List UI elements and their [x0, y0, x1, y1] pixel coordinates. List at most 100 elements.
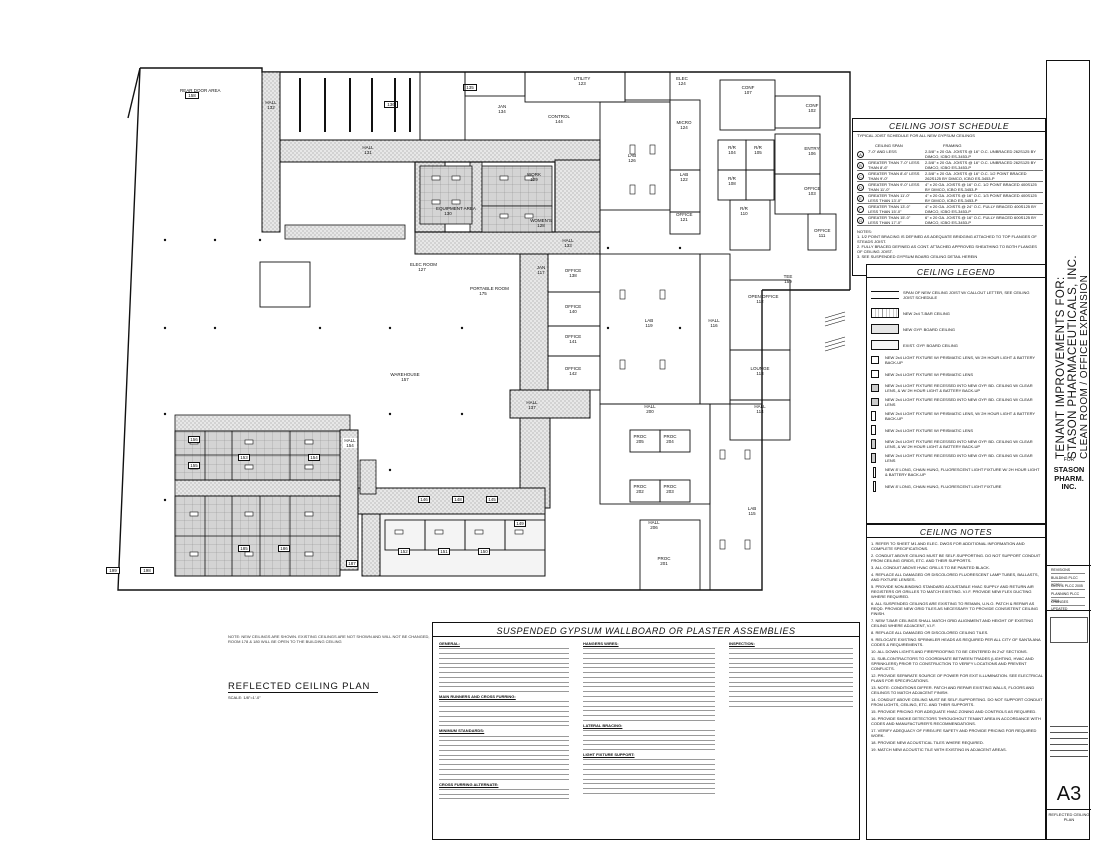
legend-item: NEW 2x4 LIGHT FIXTURE W/ PRISMATIC LENS,…: [871, 353, 1043, 367]
text-line: [439, 752, 569, 756]
text-line: [1050, 745, 1088, 751]
text-line: [1050, 739, 1088, 745]
text-line: [583, 737, 715, 741]
schedule-note: NOTES:: [857, 229, 872, 234]
text-line: [583, 670, 715, 674]
plan-title: REFLECTED CEILING PLAN: [228, 681, 378, 693]
text-line: [439, 738, 569, 742]
text-line: [583, 703, 715, 707]
text-line: [583, 665, 715, 669]
text-line: [729, 694, 853, 697]
room-label: 187: [346, 560, 358, 567]
schedule-row: C GREATER THAN 8'-6" LESS THAN 9'-0" 2-5…: [857, 171, 1043, 182]
assemblies-title: SUSPENDED GYPSUM WALLBOARD OR PLASTER AS…: [433, 623, 859, 637]
text-line: [583, 772, 715, 775]
text-line: [583, 679, 715, 683]
row-key: C: [857, 173, 864, 180]
room-label: 149: [514, 520, 526, 527]
row-key: B: [857, 162, 864, 169]
upper-partitions: [279, 71, 837, 251]
text-line: [729, 684, 853, 688]
room-label: 154: [308, 454, 320, 461]
text-line: [439, 689, 569, 693]
light-fixture-icon: [871, 411, 876, 421]
fluorescent-fixture-icon: [873, 466, 876, 478]
room-label: 146: [418, 496, 430, 503]
revision-row: REVISIONS: [1051, 567, 1085, 574]
text-line: [583, 651, 715, 654]
legend-item: NEW 2x4 LIGHT FIXTURE W/ PRISMATIC LENS,…: [871, 409, 1043, 423]
text-line: [583, 791, 715, 794]
text-line: [439, 748, 569, 751]
section-heading: INSPECTION:: [729, 641, 755, 646]
text-line: [583, 757, 715, 761]
text-line: [583, 646, 715, 650]
schedule-notes: NOTES: 1. 1/2 POINT BRACING IS DEFINED A…: [857, 229, 1043, 259]
text-line: [439, 684, 569, 688]
row-key: F: [857, 206, 864, 213]
text-line: [439, 757, 569, 761]
row-key: G: [857, 217, 864, 224]
text-line: [583, 728, 715, 732]
text-line: [439, 714, 569, 717]
for-label: FOR: [1063, 457, 1075, 463]
assemblies-column: HANGERS WIRES: LATERAL BRACING: LIGHT FI…: [583, 641, 715, 795]
assemblies-column: INSPECTION:: [729, 641, 853, 708]
text-line: [439, 699, 569, 703]
stair-hatch: [824, 311, 846, 352]
ceiling-note: 8. REPLACE ALL DAMAGED OR DISCOLORED CEI…: [871, 630, 989, 635]
row-span: 7'-0" AND LESS: [868, 149, 897, 154]
room-label: 136: [384, 101, 398, 108]
plan-note: NOTE: NEW CEILINGS ARE SHOWN. EXISTING C…: [228, 634, 430, 644]
text-line: [439, 660, 569, 664]
text-line: [439, 772, 569, 775]
room-label: 199: [106, 567, 120, 574]
revision-row: CHANGES UPDATED: [1051, 599, 1085, 611]
room-label: 153: [238, 454, 250, 461]
sheet-info-lines: [1050, 721, 1088, 757]
joist-span-icon: [871, 291, 899, 299]
sheet-number: A3: [1056, 783, 1082, 805]
text-line: [583, 689, 715, 693]
text-line: [729, 660, 853, 664]
text-line: [439, 670, 569, 674]
section-heading: LIGHT FIXTURE SUPPORT:: [583, 752, 635, 758]
ceiling-note: 13. NOTE: CONDITIONS DIFFER. PATCH AND R…: [871, 685, 1035, 695]
text-line: [1050, 751, 1088, 757]
revision-row: CLC'L & PLCC 2005: [1051, 583, 1085, 590]
ceiling-note: 9. RELOCATE EXISTING SPRINKLER HEADS AS …: [871, 637, 1041, 647]
sheet-title: REFLECTED CEILING PLAN: [1047, 809, 1091, 822]
ceiling-note: 12. PROVIDE SEPARATE SOURCE OF POWER FOR…: [871, 673, 1043, 683]
text-line: [729, 670, 853, 674]
room-label: 156: [188, 436, 200, 443]
text-line: [583, 776, 715, 780]
text-line: [439, 743, 569, 747]
joist-schedule-panel: CEILING JOIST SCHEDULE TYPICAL JOIST SCH…: [852, 118, 1046, 276]
legend-item: SPAN OF NEW CEILING JOIST W/ CALLOUT LET…: [871, 285, 1043, 305]
room-label: 148: [452, 496, 464, 503]
notes-list: 1. REFER TO SHEET M1 AND ELEC. DWGS FOR …: [871, 541, 1043, 754]
